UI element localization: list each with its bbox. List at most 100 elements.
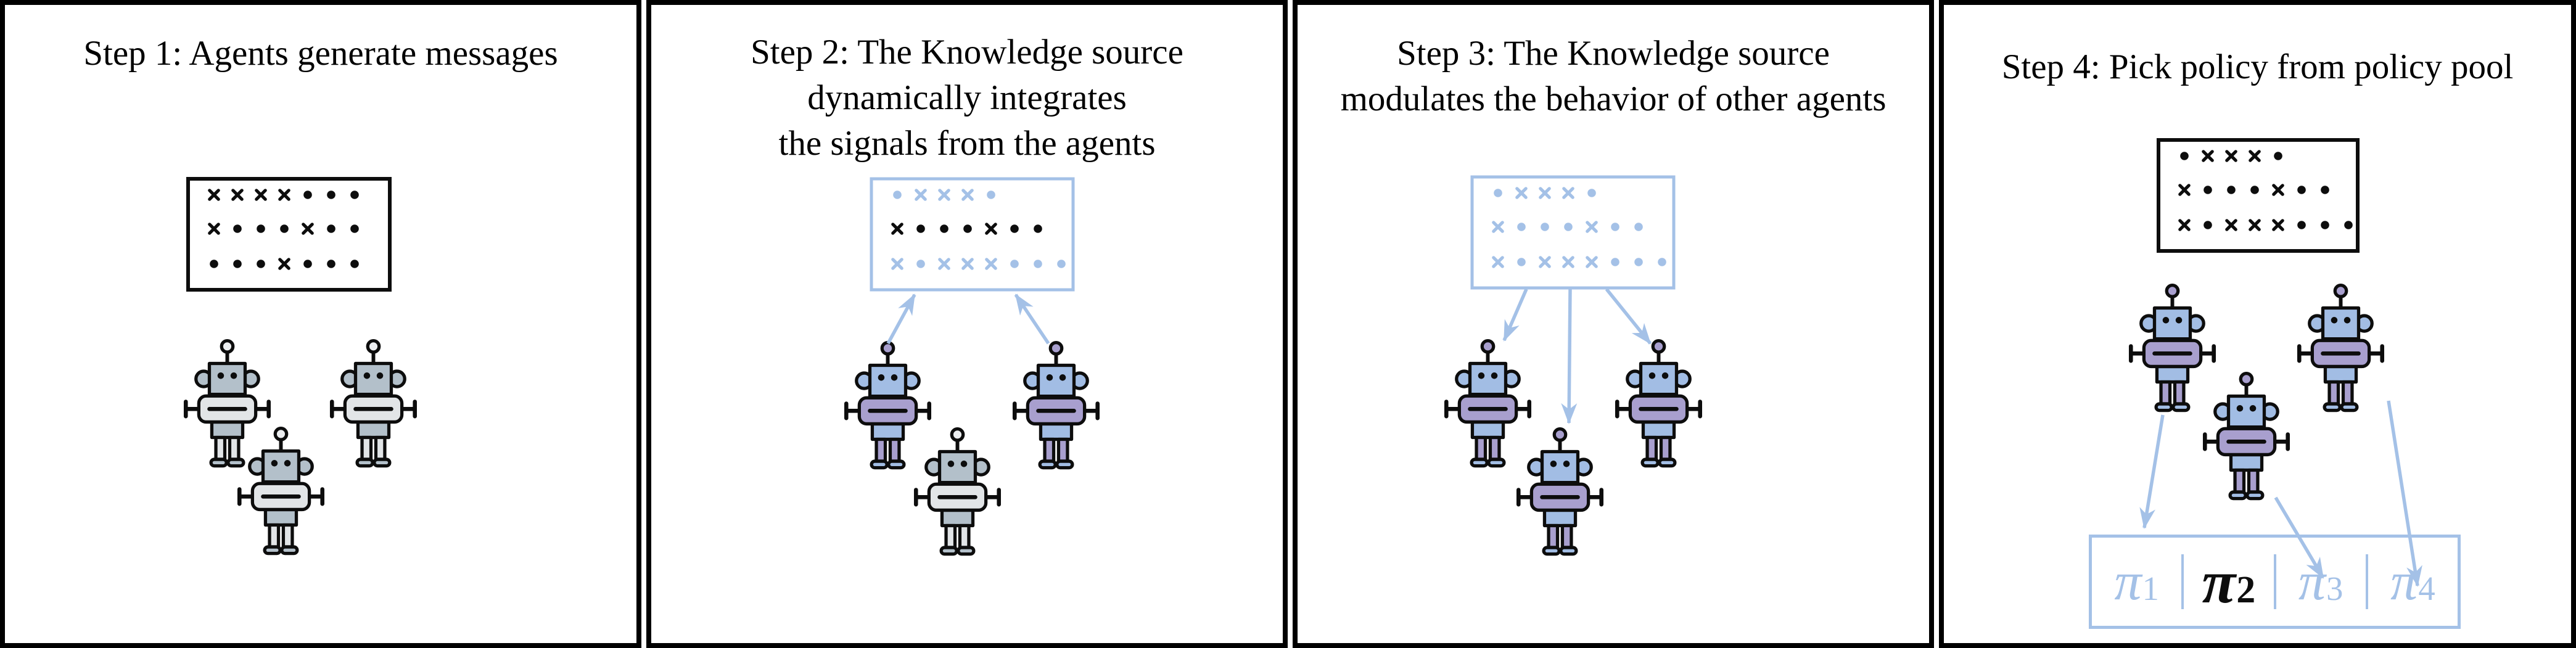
symbol-dot bbox=[2297, 221, 2306, 229]
symbol-dot bbox=[1587, 189, 1596, 197]
symbol-dot bbox=[2180, 152, 2189, 160]
symbol-cross bbox=[1586, 221, 1598, 233]
symbol-cross bbox=[2178, 184, 2191, 196]
symbol-dot bbox=[327, 224, 335, 233]
title-line: Step 2: The Knowledge source bbox=[751, 33, 1183, 72]
pi-subscript: 1 bbox=[2142, 570, 2159, 608]
symbol-cross bbox=[302, 223, 314, 235]
symbol-cross bbox=[231, 189, 244, 201]
panel-title: Step 1: Agents generate messages bbox=[5, 31, 636, 76]
title-line: the signals from the agents bbox=[778, 124, 1156, 163]
symbol-dot bbox=[233, 224, 242, 233]
pi-subscript: 4 bbox=[2418, 570, 2435, 608]
policy-separator bbox=[2273, 554, 2276, 609]
symbol-cross bbox=[2272, 219, 2284, 231]
symbol-cross bbox=[208, 189, 220, 201]
symbol-cross bbox=[278, 189, 290, 201]
symbol-cross bbox=[2225, 219, 2237, 231]
robot-blue bbox=[1615, 339, 1703, 468]
symbol-cross bbox=[1515, 187, 1528, 199]
message-symbols bbox=[208, 189, 359, 270]
symbol-dot bbox=[987, 191, 995, 199]
symbol-dot bbox=[2297, 186, 2306, 194]
symbol-cross bbox=[1492, 256, 1504, 268]
symbol-dot bbox=[303, 260, 312, 268]
symbol-cross bbox=[1562, 187, 1574, 199]
symbol-dot bbox=[1658, 258, 1666, 266]
symbol-cross bbox=[2249, 150, 2261, 162]
signal-arrow bbox=[1502, 288, 1528, 342]
symbol-dot bbox=[1564, 223, 1573, 231]
robot-blue bbox=[844, 341, 932, 470]
symbol-dot bbox=[2204, 186, 2212, 194]
symbol-dot bbox=[963, 224, 972, 233]
message-box bbox=[870, 177, 1075, 292]
symbol-dot bbox=[350, 260, 359, 268]
symbol-cross bbox=[961, 189, 974, 201]
symbol-dot bbox=[233, 260, 242, 268]
symbol-cross bbox=[208, 223, 220, 235]
robot-blue bbox=[2128, 284, 2216, 412]
symbol-cross bbox=[985, 223, 997, 235]
symbol-cross bbox=[891, 223, 903, 235]
symbol-dot bbox=[1517, 223, 1526, 231]
symbol-dot bbox=[2204, 221, 2212, 229]
robot-gray bbox=[329, 339, 418, 468]
message-symbols bbox=[1492, 187, 1666, 268]
panel-title: Step 4: Pick policy from policy pool bbox=[1944, 44, 2571, 90]
symbol-dot bbox=[1010, 260, 1019, 268]
signal-arrow bbox=[2139, 414, 2165, 529]
robot-gray bbox=[237, 427, 325, 556]
symbol-dot bbox=[2321, 221, 2329, 229]
panel-title: Step 2: The Knowledge source dynamically … bbox=[651, 30, 1283, 166]
symbol-dot bbox=[893, 191, 902, 199]
symbol-dot bbox=[1517, 258, 1526, 266]
panel-graphics bbox=[183, 177, 418, 556]
symbol-dot bbox=[327, 191, 335, 199]
symbol-cross bbox=[1492, 221, 1504, 233]
message-box bbox=[186, 177, 392, 292]
symbol-dot bbox=[2321, 186, 2329, 194]
symbol-cross bbox=[2178, 219, 2191, 231]
symbol-dot bbox=[2344, 221, 2353, 229]
title-line: Step 3: The Knowledge source bbox=[1397, 34, 1830, 73]
pi-symbol: π bbox=[2202, 547, 2236, 616]
symbol-dot bbox=[1541, 223, 1549, 231]
symbol-cross bbox=[255, 189, 267, 201]
symbol-cross bbox=[278, 258, 290, 270]
symbol-cross bbox=[1586, 256, 1598, 268]
title-line: dynamically integrates bbox=[807, 78, 1127, 117]
symbol-dot bbox=[2274, 152, 2282, 160]
symbol-dot bbox=[1611, 223, 1619, 231]
robot-gray bbox=[913, 427, 1002, 556]
symbol-dot bbox=[1034, 224, 1042, 233]
symbol-cross bbox=[891, 258, 903, 270]
message-symbols bbox=[891, 189, 1066, 270]
symbol-cross bbox=[1562, 256, 1574, 268]
panel-step1: Step 1: Agents generate messages bbox=[0, 0, 641, 648]
symbol-dot bbox=[2227, 186, 2236, 194]
policy-separator bbox=[2181, 554, 2184, 609]
robot-blue bbox=[1444, 339, 1532, 468]
symbol-cross bbox=[985, 258, 997, 270]
signal-arrow bbox=[1561, 289, 1578, 424]
symbol-dot bbox=[2250, 186, 2259, 194]
pi-symbol: π bbox=[2390, 551, 2418, 612]
symbol-dot bbox=[940, 224, 949, 233]
robot-blue bbox=[1012, 341, 1100, 470]
symbol-dot bbox=[280, 224, 289, 233]
symbol-cross bbox=[2202, 150, 2214, 162]
panel-step2: Step 2: The Knowledge source dynamically … bbox=[646, 0, 1288, 648]
signal-arrow bbox=[1605, 288, 1652, 345]
pi-symbol: π bbox=[2298, 551, 2326, 612]
symbol-cross bbox=[1539, 256, 1551, 268]
title-line: Step 4: Pick policy from policy pool bbox=[2001, 47, 2514, 86]
robot-blue bbox=[1516, 427, 1604, 556]
symbol-cross bbox=[915, 189, 927, 201]
robot-blue bbox=[2202, 372, 2290, 501]
